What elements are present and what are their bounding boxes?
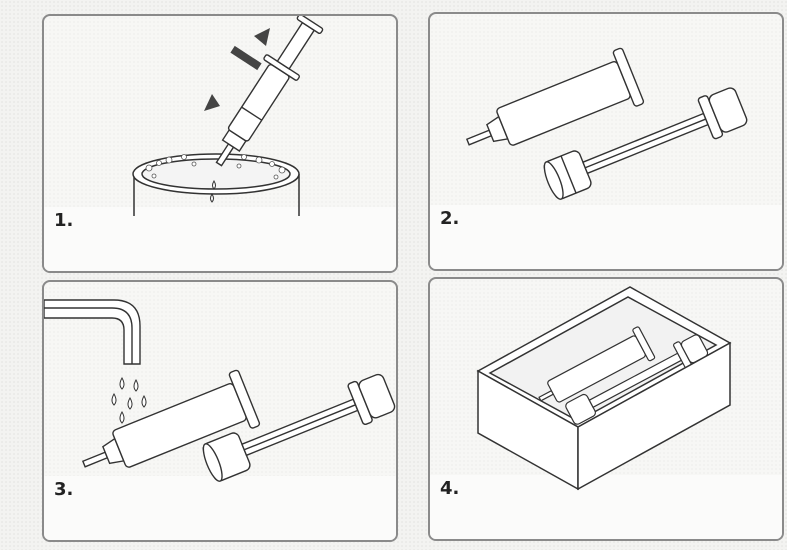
syringe-barrel xyxy=(457,48,645,170)
syringe-barrel xyxy=(73,370,261,492)
push-pull-arrows xyxy=(204,28,270,111)
step-4-illustration xyxy=(430,279,782,539)
step-2-panel: 2. xyxy=(428,12,784,271)
step-3-number: 3. xyxy=(54,479,74,500)
syringe-in-liquid xyxy=(202,16,328,175)
step-3-illustration xyxy=(44,282,396,540)
step-2-illustration xyxy=(430,14,782,269)
liquid-bubbles xyxy=(146,155,285,180)
storage-box xyxy=(478,287,730,489)
syringe-plunger xyxy=(540,84,749,203)
step-2-caption-area xyxy=(430,205,782,269)
drops xyxy=(211,181,216,202)
step-1-number: 1. xyxy=(54,210,74,231)
water-drops xyxy=(112,378,146,423)
step-4-caption-area xyxy=(430,475,782,539)
stored-syringes xyxy=(532,326,710,427)
step-3-panel: 3. xyxy=(42,280,398,542)
step-1-caption-area xyxy=(44,207,396,271)
liquid-container xyxy=(133,154,299,216)
step-4-panel: 4. xyxy=(428,277,784,541)
step-4-number: 4. xyxy=(440,478,460,499)
step-3-caption-area xyxy=(44,476,396,540)
syringe-plunger xyxy=(199,371,396,485)
water-tap xyxy=(44,300,140,364)
step-2-number: 2. xyxy=(440,208,460,229)
step-1-panel: 1. xyxy=(42,14,398,273)
step-1-illustration xyxy=(44,16,396,271)
